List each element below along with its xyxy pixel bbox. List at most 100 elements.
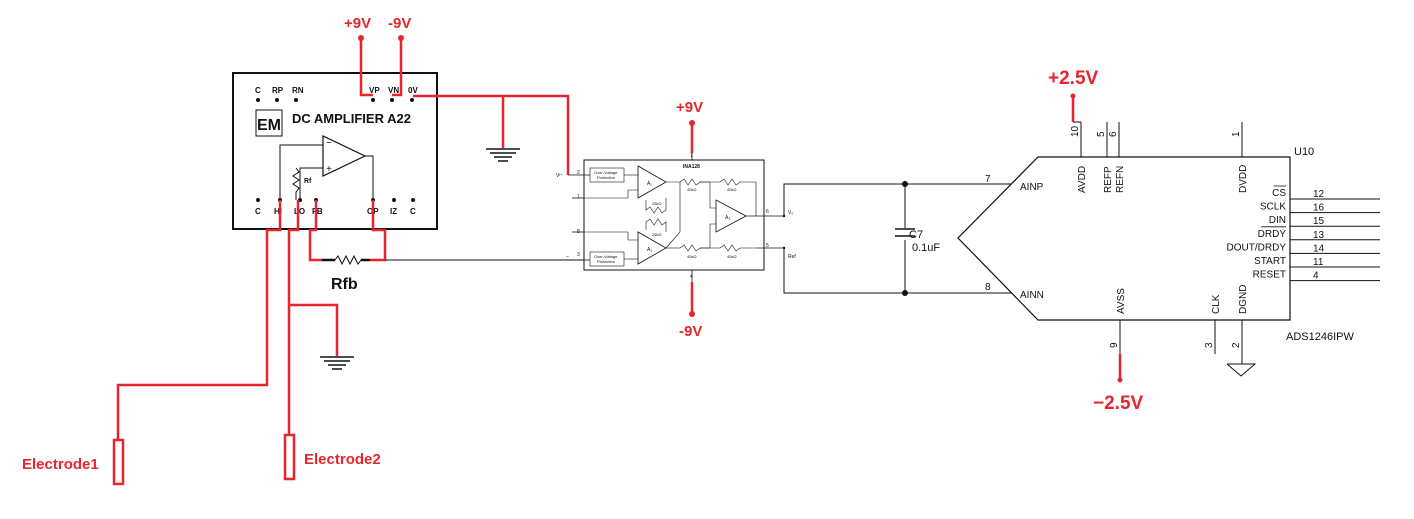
adc-right-pin-num: 16 bbox=[1313, 203, 1325, 214]
ina-r6: 25kΩ bbox=[652, 232, 661, 237]
adc-right-pin-num: 11 bbox=[1313, 257, 1324, 268]
ina-a3: A₃ bbox=[725, 215, 730, 221]
adc-top-pin-num: 10 bbox=[1070, 125, 1081, 137]
adc-bottom-pin-name: CLK bbox=[1211, 294, 1222, 314]
ina-r3: 40kΩ bbox=[687, 254, 696, 259]
neg9v-terminal bbox=[398, 35, 404, 41]
pin-label-vn: VN bbox=[388, 86, 399, 95]
adc-right-pin-num: 15 bbox=[1313, 216, 1325, 227]
capacitor-c7: C7 0.1uF bbox=[895, 228, 940, 254]
neg25v-terminal bbox=[1117, 377, 1123, 383]
em-logo: EM bbox=[257, 117, 281, 134]
label-pos25v: +2.5V bbox=[1048, 68, 1099, 89]
adc-top-pin-num: 6 bbox=[1108, 131, 1119, 137]
adc-top-pin-num: 5 bbox=[1096, 131, 1107, 137]
ina-pin3: 3 bbox=[577, 252, 580, 258]
adc-right-pin-name: START bbox=[1254, 256, 1286, 267]
ina-r1: 40kΩ bbox=[687, 187, 696, 192]
output-wiring bbox=[783, 183, 1018, 294]
junction-bottom bbox=[902, 290, 908, 296]
rf-label: Rf bbox=[304, 178, 312, 185]
pin-label-rn: RN bbox=[292, 86, 304, 95]
ina-pos9v-terminal bbox=[689, 120, 695, 126]
ina-vin-plus: Vᴵ⁺ bbox=[556, 173, 563, 179]
pin-label-hi: HI bbox=[274, 207, 282, 216]
ov1-line2: Protection bbox=[597, 175, 615, 180]
adc-top-pin-num: 1 bbox=[1231, 131, 1242, 137]
pin-label-0v: 0V bbox=[408, 86, 418, 95]
ina-r5: 25kΩ bbox=[652, 201, 661, 206]
pin-label-iz: IZ bbox=[390, 207, 397, 216]
ina-neg9v-terminal bbox=[689, 311, 695, 317]
ina-pin2: 2 bbox=[577, 170, 580, 176]
adc-right-pin-name: CS bbox=[1272, 188, 1286, 199]
ina128-block: INA128 7 4 2 1 8 3 6 5 Vᴵ⁺ – Vₒ Ref Over… bbox=[556, 153, 796, 282]
electrode1-label: Electrode1 bbox=[22, 456, 99, 473]
adc-bottom-pin-num: 9 bbox=[1109, 342, 1120, 348]
ina-ref: Ref bbox=[788, 254, 796, 260]
pin-label-c-bot1: C bbox=[255, 207, 261, 216]
pos25v-terminal bbox=[1070, 93, 1076, 99]
rfb-label: Rfb bbox=[331, 276, 358, 293]
ground-icon-top bbox=[486, 148, 520, 162]
adc-right-pin-name: DOUT/DRDY bbox=[1227, 242, 1287, 253]
adc-bottom-pin-num: 3 bbox=[1204, 342, 1215, 348]
ina-pin6: 6 bbox=[766, 209, 769, 215]
adc-bottom-pin-name: AVSS bbox=[1116, 288, 1127, 314]
ainn-num: 8 bbox=[985, 282, 991, 293]
ina-r4: 40kΩ bbox=[727, 254, 736, 259]
ov2-line1: Over-Voltage bbox=[594, 254, 618, 259]
label-neg9v-top: -9V bbox=[388, 15, 411, 32]
adc-right-pin-name: DRDY bbox=[1258, 229, 1287, 240]
adc-right-pin-num: 13 bbox=[1313, 230, 1325, 241]
electrode2 bbox=[283, 433, 296, 481]
adc-top-pin-name: REFP bbox=[1103, 166, 1114, 193]
ina-a1: A₁ bbox=[647, 181, 652, 187]
pin-label-lo: LO bbox=[294, 207, 305, 216]
ainn-name: AINN bbox=[1020, 290, 1044, 301]
cap-ref: C7 bbox=[909, 229, 923, 241]
ina-pin5: 5 bbox=[766, 243, 769, 249]
cap-value: 0.1uF bbox=[912, 242, 940, 254]
opamp-symbol bbox=[322, 135, 367, 177]
ina-r2: 40kΩ bbox=[727, 187, 736, 192]
ground-icon-bottom bbox=[320, 356, 354, 370]
svg-text:−: − bbox=[326, 138, 332, 149]
ov2-line2: Protection bbox=[597, 259, 615, 264]
electrode1 bbox=[112, 438, 125, 486]
label-neg9v-ina: -9V bbox=[679, 323, 702, 340]
rfb-resistor bbox=[322, 254, 370, 266]
adc-ref: U10 bbox=[1294, 146, 1314, 158]
pin-label-c-bot2: C bbox=[410, 207, 416, 216]
label-pos9v-ina: +9V bbox=[676, 99, 703, 116]
adc-top-pin-name: DVDD bbox=[1238, 165, 1249, 193]
ina-pin4: 4 bbox=[690, 274, 693, 280]
pin-label-vp: VP bbox=[369, 86, 380, 95]
ainp-name: AINP bbox=[1020, 182, 1044, 193]
ina-vo: Vₒ bbox=[788, 210, 793, 216]
rf-resistor bbox=[292, 167, 300, 200]
adc-bottom-pin-num: 2 bbox=[1231, 342, 1242, 348]
adc-bottom-pin-name: DGND bbox=[1238, 285, 1249, 314]
pos9v-terminal bbox=[358, 35, 364, 41]
dc-amplifier: C RP RN VP VN 0V EM DC AMPLIFIER A22 − +… bbox=[232, 72, 438, 230]
ainp-num: 7 bbox=[985, 174, 991, 185]
adc-right-pin-name: SCLK bbox=[1260, 202, 1286, 213]
ina-name: INA128 bbox=[683, 164, 700, 170]
svg-text:+: + bbox=[326, 164, 332, 175]
label-neg25v: −2.5V bbox=[1093, 393, 1144, 414]
ina-pin1: 1 bbox=[577, 194, 580, 200]
ov1-line1: Over-Voltage bbox=[594, 170, 618, 175]
adc-top-pin-name: REFN bbox=[1115, 166, 1126, 193]
dgnd-ground-icon bbox=[1226, 363, 1257, 377]
pin-label-c-top: C bbox=[255, 86, 261, 95]
adc-right-pin-num: 4 bbox=[1313, 271, 1319, 282]
adc-right-pin-num: 14 bbox=[1313, 243, 1325, 254]
adc-part: ADS1246IPW bbox=[1286, 331, 1354, 343]
adc-top-pin-name: AVDD bbox=[1077, 166, 1088, 193]
junction-top bbox=[902, 181, 908, 187]
ina-a2: A₂ bbox=[647, 247, 652, 253]
red-wiring bbox=[116, 38, 1122, 440]
